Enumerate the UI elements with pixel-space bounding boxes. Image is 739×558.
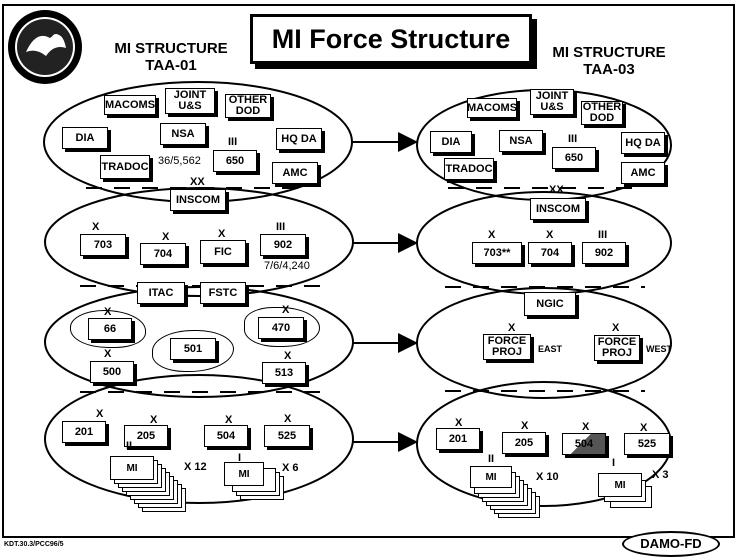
left-500-box: 500 [90, 361, 134, 383]
left-joint-box: JOINT U&S [165, 88, 215, 114]
right-mi1-echelon: II [488, 453, 495, 465]
left-mi2-echelon: I [238, 452, 242, 464]
right-tradoc-box: TRADOC [444, 158, 494, 180]
left-fic-echelon: X [218, 228, 226, 240]
right-fp2-side: WEST [646, 344, 672, 354]
left-201-box: 201 [62, 421, 106, 443]
right-201-echelon: X [455, 417, 463, 429]
right-mi1-count: X 10 [536, 471, 559, 483]
right-504-echelon: X [582, 421, 590, 433]
right-201-box: 201 [436, 428, 480, 450]
right-inscom-echelon: XX [549, 184, 564, 196]
right-inscom-box: INSCOM [530, 198, 586, 220]
slide-title: MI Force Structure [250, 14, 532, 64]
right-mi1-box: MI [470, 466, 512, 488]
left-itac-box: ITAC [137, 282, 185, 304]
left-nsa-box: NSA [160, 123, 206, 145]
right-525-echelon: X [640, 422, 648, 434]
right-704-echelon: X [546, 229, 554, 241]
left-501-box: 501 [170, 338, 216, 360]
left-513-echelon: X [284, 350, 292, 362]
left-inscom-echelon: XX [190, 176, 205, 188]
doc-id: KDT.30.3/PCC96/5 [4, 541, 64, 548]
left-mi2-count: X 6 [282, 462, 299, 474]
right-mi2-echelon: I [612, 457, 616, 469]
left-inscom-box: INSCOM [170, 189, 226, 211]
left-525-box: 525 [264, 425, 310, 447]
right-nsa-box: NSA [499, 130, 543, 152]
left-704-box: 704 [140, 243, 186, 265]
left-macoms-box: MACOMS [104, 95, 156, 115]
left-525-echelon: X [284, 413, 292, 425]
left-504-box: 504 [204, 425, 248, 447]
left-513-box: 513 [262, 362, 306, 384]
right-703-echelon: X [488, 229, 496, 241]
left-other-dod-box: OTHER DOD [225, 94, 271, 118]
right-macoms-box: MACOMS [467, 98, 517, 118]
left-top-note: 36/5,562 [158, 155, 201, 167]
right-703-box: 703** [472, 242, 522, 264]
left-mi1-box: MI [110, 456, 154, 480]
left-201-echelon: X [96, 408, 104, 420]
left-column-heading: MI STRUCTURE TAA-01 [96, 40, 246, 74]
left-504-echelon: X [225, 414, 233, 426]
left-500-echelon: X [104, 348, 112, 360]
left-fstc-box: FSTC [200, 282, 246, 304]
right-704-box: 704 [528, 242, 572, 264]
right-ngic-box: NGIC [524, 292, 576, 316]
left-fic-box: FIC [200, 240, 246, 264]
left-heading-line2: TAA-01 [145, 57, 197, 74]
right-heading-line1: MI STRUCTURE [552, 44, 666, 61]
left-470-box: 470 [258, 317, 304, 339]
left-hqda-box: HQ DA [276, 128, 322, 150]
left-mi1-count: X 12 [184, 461, 207, 473]
right-650-box: 650 [552, 147, 596, 169]
right-504-box: 504 [562, 433, 606, 455]
left-66-cloud [70, 310, 146, 348]
left-205-echelon: X [150, 414, 158, 426]
left-205-box: 205 [124, 425, 168, 447]
right-525-box: 525 [624, 433, 670, 455]
left-902-echelon: III [276, 221, 286, 233]
left-amc-box: AMC [272, 162, 318, 184]
left-tradoc-box: TRADOC [100, 155, 150, 179]
slide-frame [2, 4, 735, 538]
right-heading-line2: TAA-03 [583, 61, 635, 78]
right-joint-box: JOINT U&S [530, 89, 574, 115]
right-fp2-echelon: X [612, 322, 620, 334]
right-fp1-side: EAST [538, 344, 563, 354]
right-hqda-box: HQ DA [621, 132, 665, 154]
left-650-box: 650 [213, 150, 257, 172]
office-logo: DAMO-FD [622, 531, 720, 557]
right-650-echelon: III [568, 133, 578, 145]
right-fp2-box: FORCE PROJ [594, 335, 640, 361]
right-mi2-box: MI [598, 473, 642, 497]
left-703-box: 703 [80, 234, 126, 256]
left-66-box: 66 [88, 318, 132, 340]
left-470-echelon: X [282, 304, 290, 316]
right-205-box: 205 [502, 432, 546, 454]
right-amc-box: AMC [621, 162, 665, 184]
left-650-echelon: III [228, 136, 238, 148]
left-ellipse-bottom [44, 374, 354, 504]
right-dia-box: DIA [430, 131, 472, 153]
right-other-dod-box: OTHER DOD [581, 101, 623, 125]
right-fp1-box: FORCE PROJ [483, 334, 531, 360]
right-902-echelon: III [598, 229, 608, 241]
right-fp1-echelon: X [508, 322, 516, 334]
left-66-echelon: X [104, 306, 112, 318]
left-902-box: 902 [260, 234, 306, 256]
right-205-echelon: X [521, 420, 529, 432]
right-mi2-count: X 3 [652, 469, 669, 481]
left-dia-box: DIA [62, 127, 108, 149]
left-second-note: 7/6/4,240 [264, 260, 310, 272]
right-column-heading: MI STRUCTURE TAA-03 [534, 44, 684, 78]
left-heading-line1: MI STRUCTURE [114, 40, 228, 57]
left-mi2-box: MI [224, 462, 264, 486]
left-703-echelon: X [92, 221, 100, 233]
right-902-box: 902 [582, 242, 626, 264]
left-mi1-echelon: II [126, 440, 133, 452]
army-seal-icon [6, 8, 84, 86]
left-704-echelon: X [162, 231, 170, 243]
